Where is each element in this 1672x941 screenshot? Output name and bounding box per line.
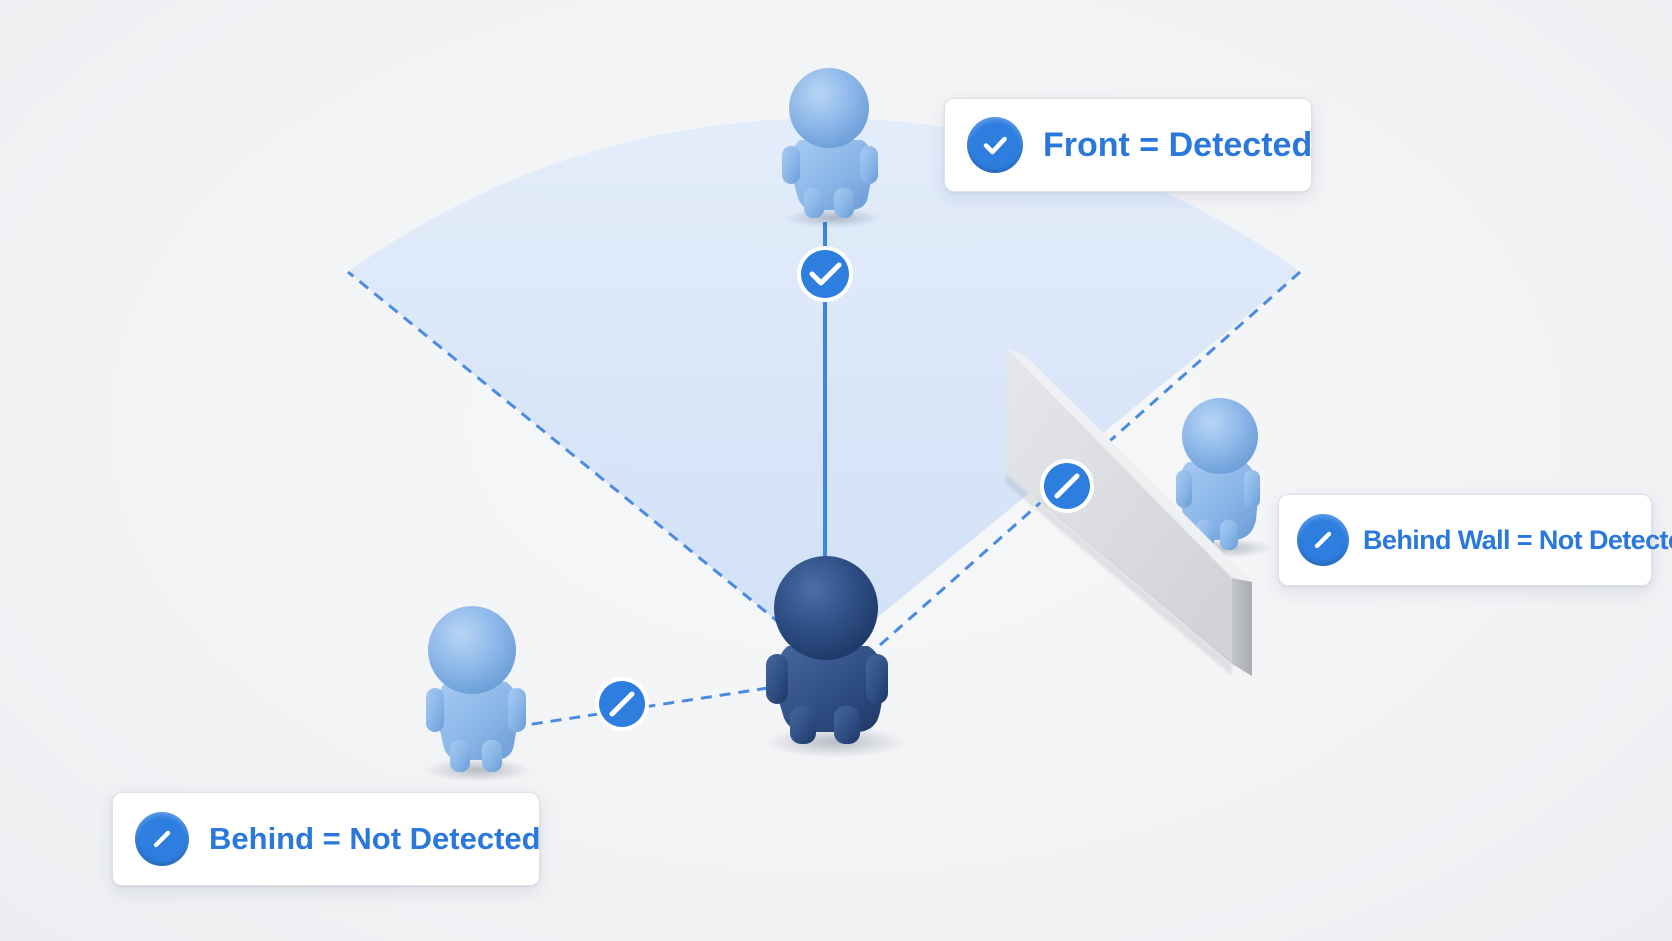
- slash-icon: [135, 812, 189, 866]
- figure-front: [782, 68, 878, 218]
- label-behind-text: Behind = Not Detected: [209, 821, 541, 856]
- blocked-slash-icon-behind: [595, 677, 649, 731]
- label-front-text: Front = Detected: [1043, 125, 1313, 164]
- label-behind-not-detected: Behind = Not Detected: [112, 792, 541, 886]
- sight-line-behind: [519, 686, 769, 728]
- blocked-slash-icon-wall: [1040, 459, 1094, 513]
- figure-behind: [426, 606, 526, 772]
- cone-left-edge: [347, 270, 826, 662]
- label-behind-wall-not-detected: Behind Wall = Not Detected: [1278, 494, 1672, 586]
- wall: [1006, 348, 1252, 676]
- observer-figure: [766, 556, 888, 744]
- detected-check-icon: [797, 246, 853, 302]
- figure-behind-wall: [1176, 398, 1260, 550]
- slash-icon: [1297, 514, 1349, 566]
- label-behind-wall-text: Behind Wall = Not Detected: [1363, 524, 1672, 555]
- label-front-detected: Front = Detected: [944, 98, 1312, 192]
- check-icon: [967, 117, 1023, 173]
